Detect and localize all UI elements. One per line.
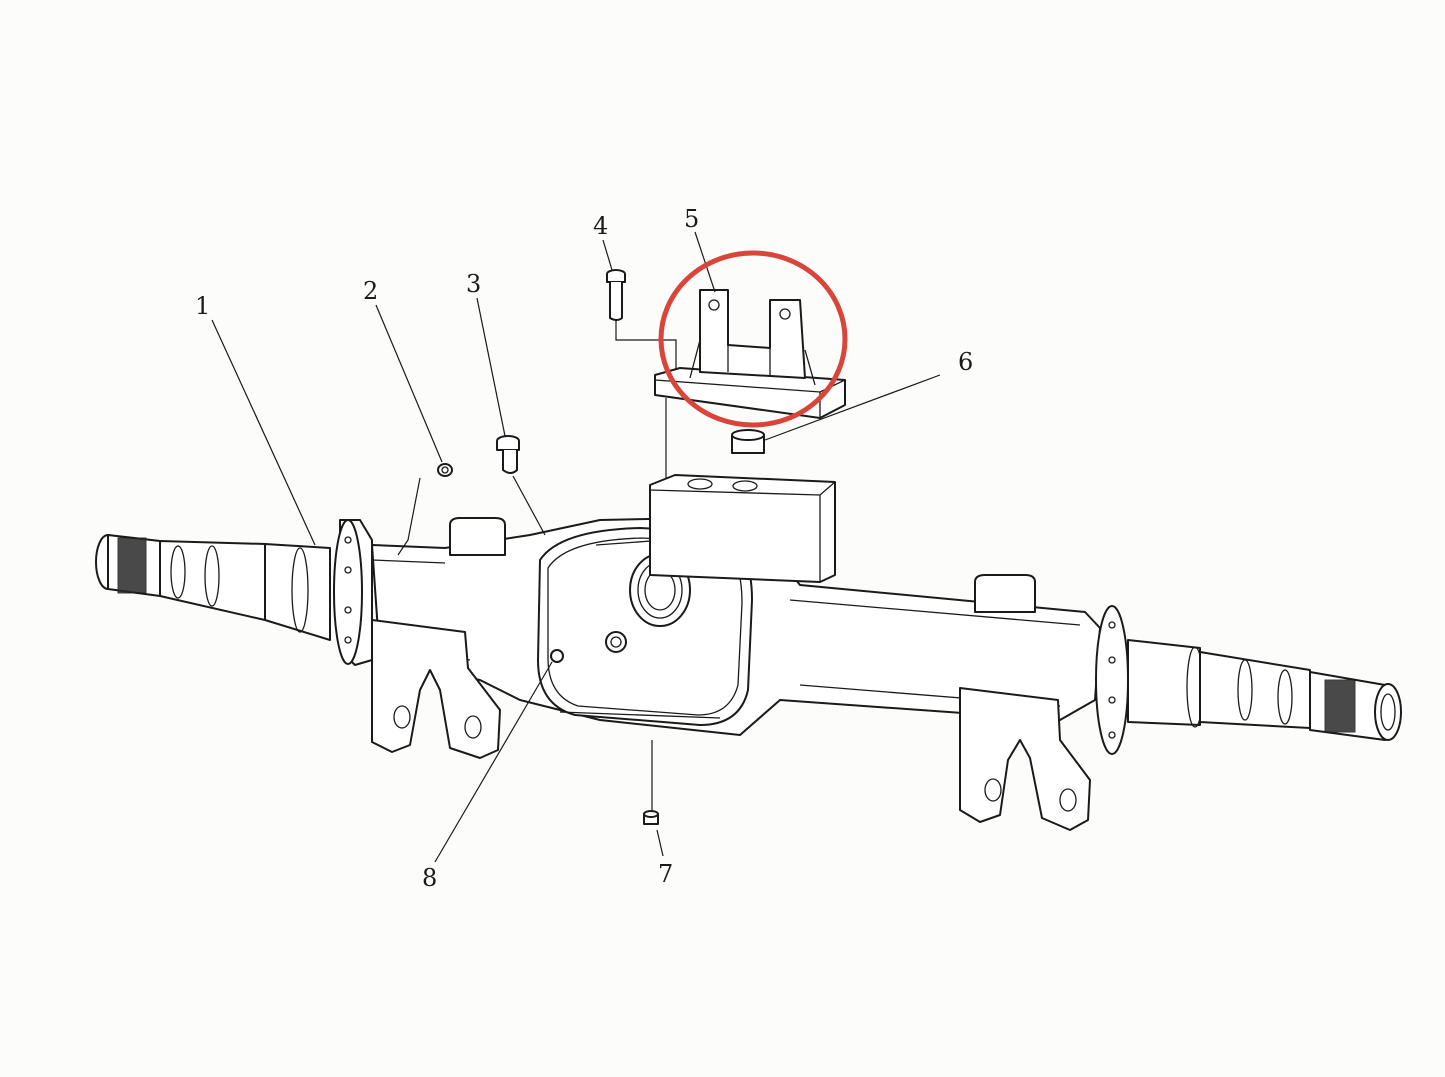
callout-4: 4 [593,212,608,240]
right-hanger [959,687,1091,831]
left-spindle [95,534,331,641]
callout-5: 5 [684,205,699,233]
left-hanger [371,619,501,759]
highlight-ring [658,250,848,428]
part-2-nut [437,463,453,477]
right-spindle [1127,639,1402,741]
callout-2: 2 [363,277,378,305]
callout-7: 7 [658,860,673,888]
callout-3: 3 [466,270,481,298]
left-flange [333,519,373,666]
axle-housing [371,517,1101,736]
leader-lines [211,231,941,863]
right-flange [1095,605,1129,755]
part-5-bracket [654,289,846,419]
part-4-bolt [606,269,626,321]
callout-6: 6 [958,348,973,376]
part-6-bushing [731,429,765,454]
callout-1: 1 [195,292,210,320]
mount-block [649,474,836,583]
part-7-plug [643,810,659,825]
part-3-plug [496,435,520,474]
callout-8: 8 [422,864,437,892]
housing-bosses [449,517,1036,613]
assembly-guides [397,320,677,810]
